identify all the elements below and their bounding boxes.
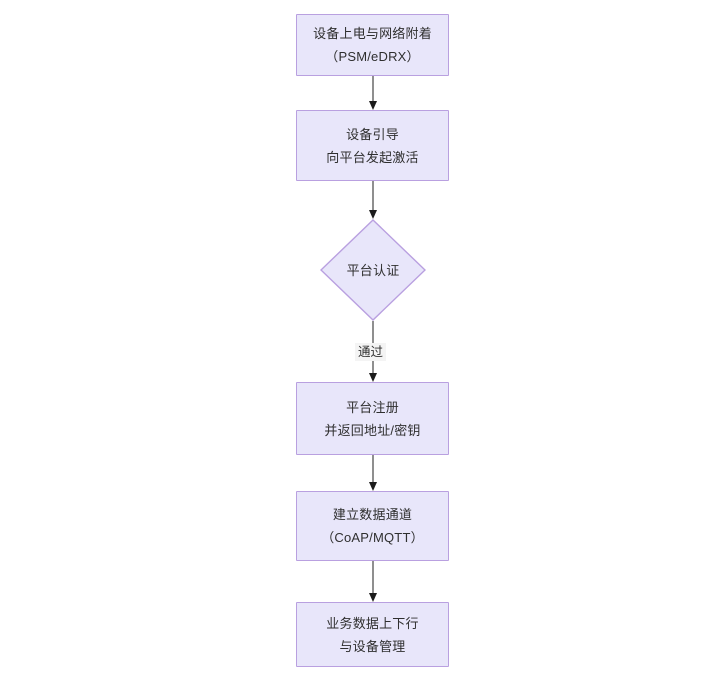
decision-diamond-shape <box>320 219 426 321</box>
edge-arrowhead-e4 <box>369 482 377 491</box>
flow-node-n3[interactable]: 平台认证 <box>320 219 426 321</box>
flow-node-label: 设备引导 向平台发起激活 <box>326 126 419 165</box>
flow-node-label: 建立数据通道 （CoAP/MQTT） <box>321 507 424 545</box>
flow-node-label: 平台认证 <box>346 262 400 278</box>
flow-node-label: 业务数据上下行 与设备管理 <box>326 615 419 654</box>
edge-arrowhead-e3 <box>369 373 377 382</box>
flow-node-label: 设备上电与网络附着 （PSM/eDRX） <box>313 26 432 64</box>
flow-node-label: 平台注册 并返回地址/密钥 <box>324 399 421 438</box>
edge-arrowhead-e2 <box>369 210 377 219</box>
flow-node-n1[interactable]: 设备上电与网络附着 （PSM/eDRX） <box>296 14 449 76</box>
flow-node-n2[interactable]: 设备引导 向平台发起激活 <box>296 110 449 181</box>
edge-label-e3: 通过 <box>355 343 387 361</box>
edge-arrowhead-e1 <box>369 101 377 110</box>
edge-arrowhead-e5 <box>369 593 377 602</box>
flow-node-n6[interactable]: 业务数据上下行 与设备管理 <box>296 602 449 667</box>
flow-node-n5[interactable]: 建立数据通道 （CoAP/MQTT） <box>296 491 449 561</box>
flow-node-n4[interactable]: 平台注册 并返回地址/密钥 <box>296 382 449 455</box>
